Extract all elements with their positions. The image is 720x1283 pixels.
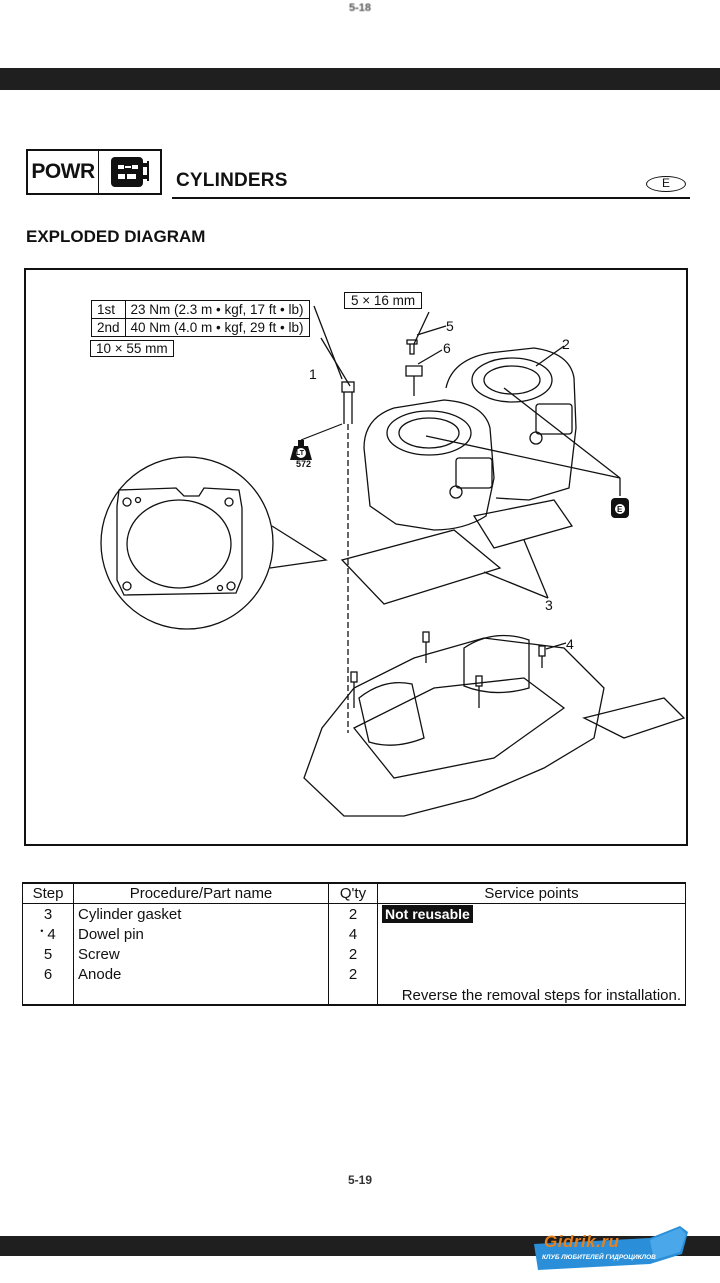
step-cell: 6 — [22, 964, 74, 984]
section-code: POWR — [28, 151, 99, 193]
step-cell: 3 — [22, 903, 74, 924]
callout-4: 4 — [566, 636, 574, 652]
sealant-e-icon — [611, 498, 629, 518]
exploded-diagram — [100, 305, 686, 817]
table-header-row: Step Procedure/Part name Q'ty Service po… — [22, 882, 686, 904]
row-marker: • — [40, 925, 44, 936]
table-row: •4 Dowel pin 4 — [22, 924, 686, 944]
sealant-label: E — [617, 505, 623, 514]
cylinder-front — [363, 399, 495, 531]
callout-1: 1 — [309, 366, 317, 382]
cylinder-rear — [445, 347, 577, 501]
torque-stage: 2nd — [91, 318, 126, 337]
crankcase — [303, 637, 605, 817]
title-rule — [172, 197, 690, 199]
section-subtitle: EXPLODED DIAGRAM — [26, 227, 206, 246]
cylinder-gasket-rear — [472, 499, 574, 549]
cylinder-gasket-front — [340, 529, 502, 605]
procedure-table: Step Procedure/Part name Q'ty Service po… — [22, 882, 686, 1006]
gidrik-logo[interactable]: Gidrik.ru КЛУБ ЛЮБИТЕЛЕЙ ГИДРОЦИКЛОВ — [530, 1224, 690, 1278]
qty-cell: 2 — [328, 964, 378, 984]
not-reusable-badge: Not reusable — [382, 904, 473, 923]
step-cell: •4 — [22, 924, 74, 944]
page-separator-top — [0, 68, 720, 90]
qty-cell: 4 — [328, 924, 378, 944]
detail-pointer — [269, 525, 328, 569]
page-title: CYLINDERS — [176, 170, 288, 191]
service-cell: Reverse the removal steps for installati… — [377, 984, 686, 1006]
engine-icon — [99, 151, 160, 193]
service-cell: Not reusable — [377, 903, 686, 924]
part-cell: Anode — [73, 964, 329, 984]
header-service-points: Service points — [377, 882, 686, 904]
part-cell: Cylinder gasket — [73, 903, 329, 924]
thread-locker-code: 572 — [296, 459, 312, 469]
detail-circle — [100, 456, 274, 630]
table-row: Reverse the removal steps for installati… — [22, 984, 686, 1006]
torque-value: 40 Nm (4.0 m • kgf, 29 ft • lb) — [124, 318, 310, 337]
qty-cell: 2 — [328, 903, 378, 924]
step-cell — [22, 984, 74, 1006]
thread-locker-icon — [290, 423, 343, 460]
thread-locker-label: LT — [296, 450, 305, 457]
torque-spec-table: 1st 23 Nm (2.3 m • kgf, 17 ft • lb) 2nd … — [91, 300, 310, 337]
torque-spec-row: 1st 23 Nm (2.3 m • kgf, 17 ft • lb) — [91, 300, 310, 319]
header-step: Step — [22, 882, 74, 904]
header-qty: Q'ty — [328, 882, 378, 904]
page-number: 5-19 — [347, 1173, 373, 1187]
screw-size-label: 5 × 16 mm — [344, 292, 423, 309]
callout-3: 3 — [545, 597, 553, 613]
table-row: 3 Cylinder gasket 2 Not reusable — [22, 903, 686, 924]
service-cell — [377, 944, 686, 964]
torque-value: 23 Nm (2.3 m • kgf, 17 ft • lb) — [124, 300, 310, 319]
part-cell — [73, 984, 329, 1006]
language-mark: E — [646, 176, 686, 192]
callout-5: 5 — [446, 318, 454, 334]
qty-cell: 2 — [328, 944, 378, 964]
bolt-size-label: 10 × 55 mm — [90, 340, 174, 357]
logo-brand: Gidrik.ru — [544, 1232, 620, 1251]
service-cell — [377, 924, 686, 944]
gasket-bore — [126, 499, 232, 589]
qty-cell — [328, 984, 378, 1006]
service-cell — [377, 964, 686, 984]
step-cell: 5 — [22, 944, 74, 964]
part-cell: Dowel pin — [73, 924, 329, 944]
header-part-name: Procedure/Part name — [73, 882, 329, 904]
logo-tagline: КЛУБ ЛЮБИТЕЛЕЙ ГИДРОЦИКЛОВ — [542, 1254, 656, 1261]
piston-rear — [463, 634, 530, 694]
piston-front — [358, 681, 425, 746]
leader-line-screw — [413, 311, 430, 345]
callout-6: 6 — [443, 340, 451, 356]
part-cell: Screw — [73, 944, 329, 964]
table-row: 5 Screw 2 — [22, 944, 686, 964]
step-number: 4 — [47, 925, 56, 943]
table-row: 6 Anode 2 — [22, 964, 686, 984]
gasket-detail-outline — [116, 487, 243, 596]
previous-page-number: 5-18 — [348, 2, 372, 14]
section-badge: POWR — [26, 149, 162, 195]
torque-spec-row: 2nd 40 Nm (4.0 m • kgf, 29 ft • lb) — [91, 318, 310, 337]
exploded-diagram-frame — [24, 268, 688, 846]
torque-stage: 1st — [91, 300, 126, 319]
callout-2: 2 — [562, 336, 570, 352]
